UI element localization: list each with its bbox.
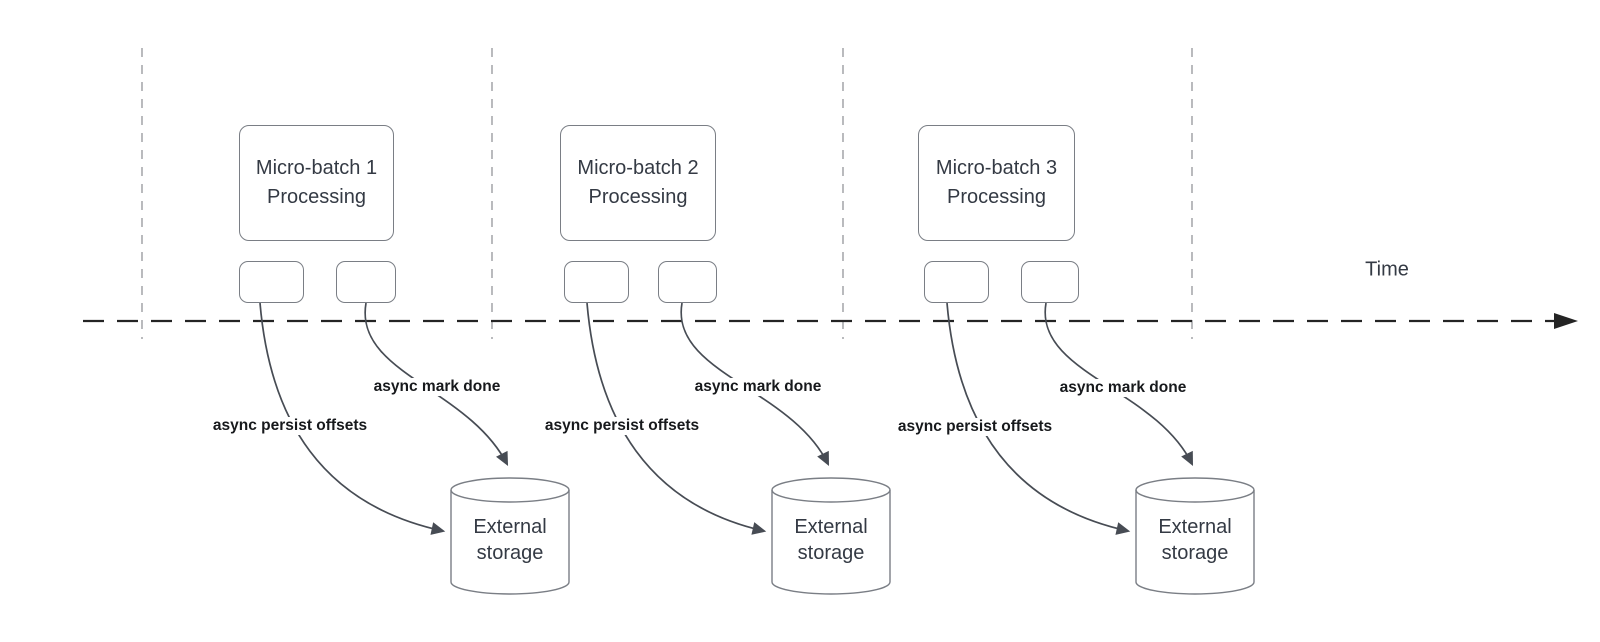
batch-2-persist-offsets-label: async persist offsets xyxy=(541,417,703,435)
time-axis-label: Time xyxy=(1365,258,1409,281)
cylinder-lip xyxy=(1135,489,1255,503)
batch-3-task-box-1 xyxy=(924,261,989,303)
batch-3-persist-offsets-arrow xyxy=(946,302,1131,535)
batch-1-task-box-1 xyxy=(239,261,304,303)
cylinder-lip xyxy=(450,489,570,503)
batch-2-mark-done-label: async mark done xyxy=(691,378,825,396)
batch-1-persist-offsets-arrow xyxy=(259,302,446,535)
batch-1-mark-done-label: async mark done xyxy=(370,378,504,396)
cylinder-body xyxy=(450,477,570,595)
batch-3-task-box-2 xyxy=(1021,261,1079,303)
batch-2-storage-label: External storage xyxy=(794,516,868,564)
batch-3-mark-done-label: async mark done xyxy=(1056,379,1190,397)
batch-3-persist-offsets-label: async persist offsets xyxy=(894,418,1056,436)
batch-1-storage-label: External storage xyxy=(473,516,547,564)
batch-3-external-storage-cylinder xyxy=(1135,477,1255,595)
microbatch-3-processing-box: Micro-batch 3 Processing xyxy=(918,125,1075,241)
batch-3-storage-label: External storage xyxy=(1158,516,1232,564)
batch-2-persist-offsets-arrow xyxy=(586,302,767,535)
batch-2-external-storage-cylinder xyxy=(771,477,891,595)
batch-1-task-box-2 xyxy=(336,261,396,303)
timeline-arrowhead-icon xyxy=(1554,313,1578,329)
cylinder-lip xyxy=(771,489,891,503)
microbatch-1-processing-label: Micro-batch 1 Processing xyxy=(255,157,378,208)
microbatch-3-processing-label: Micro-batch 3 Processing xyxy=(935,157,1058,208)
cylinder-body xyxy=(1135,477,1255,595)
batch-2-task-box-2 xyxy=(658,261,717,303)
cylinder-body xyxy=(771,477,891,595)
batch-1-external-storage-cylinder xyxy=(450,477,570,595)
microbatch-2-processing-label: Micro-batch 2 Processing xyxy=(577,157,699,208)
microbatch-2-processing-box: Micro-batch 2 Processing xyxy=(560,125,716,241)
batch-2-task-box-1 xyxy=(564,261,629,303)
batch-1-persist-offsets-label: async persist offsets xyxy=(209,417,371,435)
microbatch-1-processing-box: Micro-batch 1 Processing xyxy=(239,125,394,241)
